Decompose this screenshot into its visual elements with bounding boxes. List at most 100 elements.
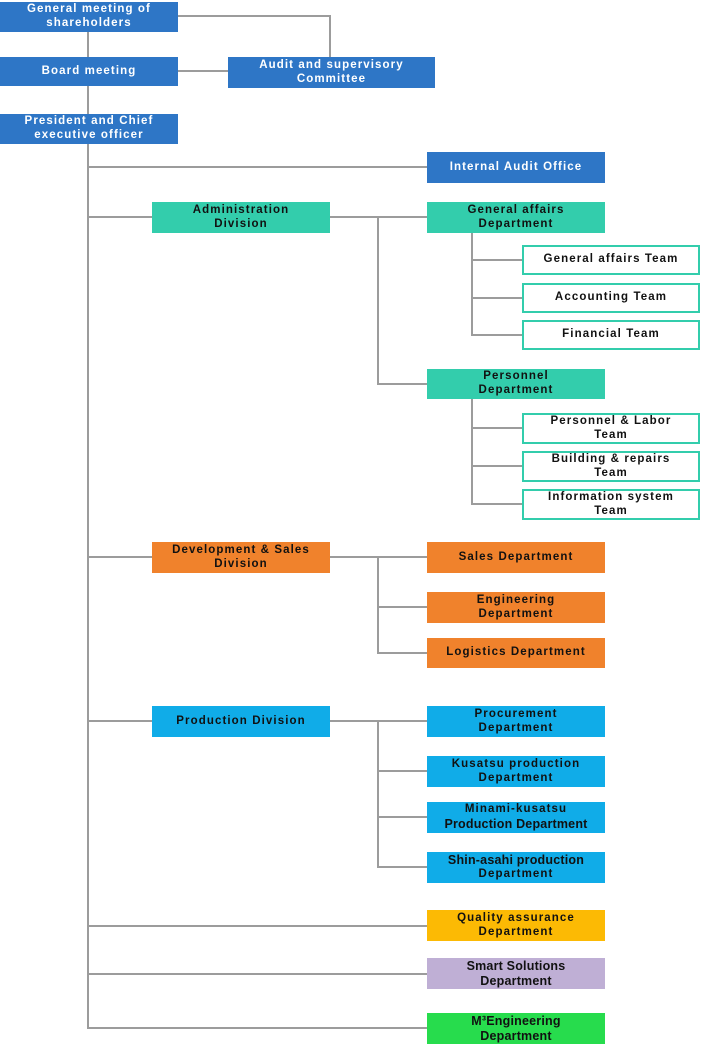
connector-line: [377, 652, 427, 654]
node-label-line: Engineering: [476, 593, 556, 606]
connector-line: [178, 70, 228, 72]
connector-line: [88, 216, 152, 218]
node-logistics-department: Logistics Department: [427, 638, 605, 668]
node-personnel-labor-team: Personnel & Labor Team: [522, 413, 700, 444]
node-procurement-department: Procurement Department: [427, 706, 605, 737]
node-label-line: General affairs Team: [543, 253, 679, 266]
node-label-line: Accounting Team: [554, 291, 668, 304]
node-label-line: Financial Team: [562, 328, 660, 341]
node-label-line: Minami-kusatsu: [464, 803, 568, 816]
connector-line: [471, 259, 522, 261]
node-label-line: Shin-asahi production: [447, 853, 585, 868]
node-label-line: Administration: [192, 203, 290, 216]
node-label-line: Department: [478, 771, 554, 784]
connector-line: [471, 334, 522, 336]
connector-line: [377, 556, 379, 654]
node-label-line: Department: [478, 721, 554, 734]
connector-line: [377, 383, 427, 385]
node-building-repairs-team: Building & repairs Team: [522, 451, 700, 482]
node-quality-assurance-department: Quality assurance Department: [427, 910, 605, 941]
node-label-line: Department: [480, 973, 552, 988]
node-shin-asahi-production-department: Shin-asahi production Department: [427, 852, 605, 883]
connector-line: [471, 503, 522, 505]
connector-line: [87, 144, 89, 1029]
node-general-affairs-department: General affairs Department: [427, 202, 605, 233]
node-label-line: Department: [478, 384, 554, 396]
connector-line: [88, 720, 152, 722]
connector-line: [87, 32, 89, 57]
node-label-line: Logistics Department: [446, 646, 586, 659]
node-board-meeting: Board meeting: [0, 57, 178, 86]
connector-line: [88, 925, 427, 927]
node-label-line: Department: [478, 607, 554, 620]
node-financial-team: Financial Team: [522, 320, 700, 350]
node-label-line: Team: [594, 428, 628, 441]
node-label-line: Division: [214, 217, 268, 230]
node-label-line: Department: [480, 1028, 552, 1043]
node-information-system-team: Information system Team: [522, 489, 700, 520]
connector-line: [178, 15, 331, 17]
connector-line: [471, 297, 522, 299]
connector-line: [88, 973, 427, 975]
node-label-line: General meeting of: [27, 3, 151, 16]
node-label-line: Team: [594, 504, 628, 517]
node-label-line: General affairs: [467, 203, 565, 216]
node-label-line: Information system: [548, 490, 674, 503]
node-engineering-department: Engineering Department: [427, 592, 605, 623]
node-kusatsu-production-department: Kusatsu production Department: [427, 756, 605, 787]
node-label-line: Personnel: [483, 370, 549, 383]
node-label-line: Personnel & Labor: [550, 414, 672, 427]
node-label-line: Department: [478, 217, 554, 230]
node-development-sales-division: Development & Sales Division: [152, 542, 330, 573]
connector-line: [87, 86, 89, 114]
connector-line: [377, 770, 427, 772]
connector-line: [88, 556, 152, 558]
node-accounting-team: Accounting Team: [522, 283, 700, 313]
node-label-line: Sales Department: [458, 550, 574, 563]
node-label-line: Internal Audit Office: [449, 160, 583, 173]
connector-line: [471, 233, 473, 336]
node-label-line: Team: [594, 466, 628, 479]
connector-line: [377, 720, 379, 868]
node-president-and-ceo: President and Chief executive officer: [0, 114, 178, 144]
connector-line: [471, 465, 522, 467]
node-audit-and-supervisory-committee: Audit and supervisory Committee: [228, 57, 435, 88]
node-production-division: Production Division: [152, 706, 330, 737]
node-label-line: President and Chief: [24, 115, 154, 128]
node-sales-department: Sales Department: [427, 542, 605, 573]
connector-line: [377, 866, 427, 868]
node-label-line: Smart Solutions: [466, 958, 566, 973]
connector-line: [471, 399, 473, 505]
node-internal-audit-office: Internal Audit Office: [427, 152, 605, 183]
node-label-line: Committee: [296, 72, 367, 85]
connector-line: [471, 427, 522, 429]
node-label-line: Board meeting: [41, 64, 137, 77]
connector-line: [88, 166, 427, 168]
node-label-line: Procurement: [474, 707, 558, 720]
connector-line: [329, 15, 331, 57]
node-m3-engineering-department: M³Engineering Department: [427, 1013, 605, 1044]
node-personnel-department: Personnel Department: [427, 369, 605, 399]
node-label-line: Department: [478, 925, 554, 938]
node-label-line: Audit and supervisory: [259, 58, 404, 71]
node-label-line: Production Division: [176, 714, 306, 727]
node-label-line: Building & repairs: [551, 452, 671, 465]
node-label-line: Production Department: [444, 816, 588, 831]
node-label-line: Kusatsu production: [451, 757, 581, 770]
node-label-line: Quality assurance: [457, 911, 575, 924]
node-administration-division: Administration Division: [152, 202, 330, 233]
node-general-meeting-of-shareholders: General meeting of shareholders: [0, 2, 178, 32]
connector-line: [88, 1027, 427, 1029]
connector-line: [377, 216, 379, 385]
node-general-affairs-team: General affairs Team: [522, 245, 700, 275]
connector-line: [377, 816, 427, 818]
node-label-line: Development & Sales: [172, 543, 310, 556]
node-minami-kusatsu-production-department: Minami-kusatsu Production Department: [427, 802, 605, 833]
connector-line: [377, 606, 427, 608]
node-label-line: Division: [214, 557, 268, 570]
node-label-line: M³Engineering: [471, 1013, 561, 1028]
node-label-line: executive officer: [34, 129, 144, 141]
node-smart-solutions-department: Smart Solutions Department: [427, 958, 605, 989]
node-label-line: Department: [478, 868, 554, 881]
